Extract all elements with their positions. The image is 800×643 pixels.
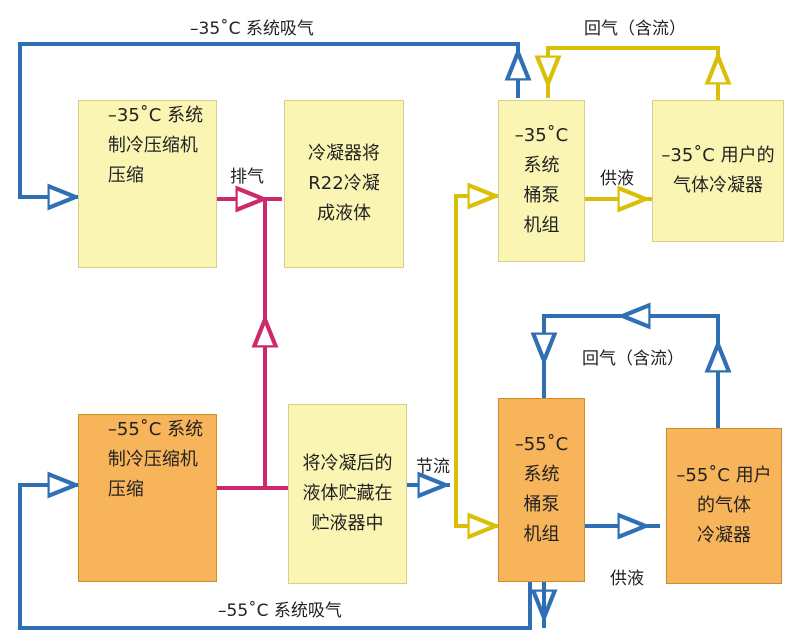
pipe-discharge xyxy=(217,199,288,490)
pump-35-text: –35˚C 系统 桶泵 机组 xyxy=(514,125,569,236)
label-throttle: 节流 xyxy=(416,457,450,477)
box-compressor-35: –35˚C 系统 制冷压缩机 压缩 xyxy=(78,100,217,268)
box-receiver: 将冷凝后的 液体贮藏在 贮液器中 xyxy=(288,404,407,584)
pipe-return-35 xyxy=(548,46,718,100)
condenser-text: 冷凝器将 R22冷凝 成液体 xyxy=(308,143,380,224)
label-suction-55: –55˚C 系统吸气 xyxy=(218,601,342,621)
label-return-top: 回气（含流） xyxy=(584,19,686,39)
box-compressor-55: –55˚C 系统 制冷压缩机 压缩 xyxy=(78,414,217,582)
box-pump-55: –55˚C 系统 桶泵 机组 xyxy=(498,398,585,582)
receiver-text: 将冷凝后的 液体贮藏在 贮液器中 xyxy=(302,453,393,534)
pump-55-text: –55˚C 系统 桶泵 机组 xyxy=(514,434,569,545)
pipe-suction-35 xyxy=(18,42,518,197)
label-supply-35: 供液 xyxy=(600,169,634,189)
pipe-liquid-feed xyxy=(454,196,498,526)
box-user-35: –35˚C 用户的 气体冷凝器 xyxy=(652,100,784,242)
compressor-35-text: –35˚C 系统 制冷压缩机 压缩 xyxy=(107,105,204,186)
label-suction-35: –35˚C 系统吸气 xyxy=(190,19,314,39)
pipe-suction-55 xyxy=(18,485,544,630)
pipe-return-55 xyxy=(544,316,718,428)
compressor-55-text: –55˚C 系统 制冷压缩机 压缩 xyxy=(107,419,204,500)
label-supply-55: 供液 xyxy=(610,569,644,589)
user-35-text: –35˚C 用户的 气体冷凝器 xyxy=(661,145,775,196)
box-pump-35: –35˚C 系统 桶泵 机组 xyxy=(498,100,585,262)
box-user-55: –55˚C 用户 的气体 冷凝器 xyxy=(666,428,782,584)
label-return-mid: 回气（含流） xyxy=(582,349,684,369)
label-exhaust: 排气 xyxy=(230,167,264,187)
box-condenser: 冷凝器将 R22冷凝 成液体 xyxy=(284,100,404,268)
user-55-text: –55˚C 用户 的气体 冷凝器 xyxy=(676,465,772,546)
